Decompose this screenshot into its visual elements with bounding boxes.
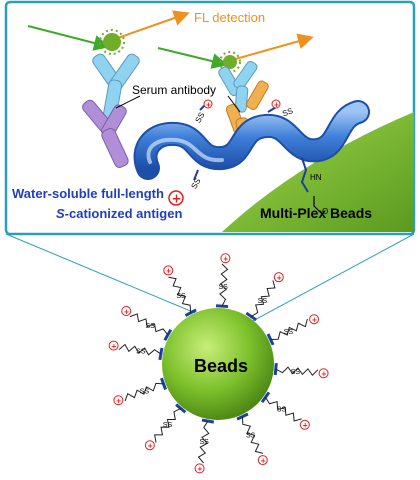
disulfide-linker-icon: SS + [121,306,173,341]
positive-charge-icon [273,272,284,283]
charge-sign: + [116,397,122,405]
serum-antibody-pointer-2 [227,95,241,113]
ss-label: SS [277,407,287,414]
disulfide-linker-icon: SS + [108,340,164,361]
svg-text:SS: SS [281,106,294,118]
ss-label: SS [291,369,301,376]
ss-label: SS [258,298,268,305]
excitation-arrow-2 [157,47,228,69]
disulfide-linker-icon: SS + [266,314,320,346]
positive-charge-icon [299,419,310,430]
svg-text:O: O [322,207,328,216]
positive-charge-icon [220,253,231,264]
charge-sign: + [166,267,172,275]
excitation-arrow-1 [27,25,110,51]
charge-sign: + [260,457,266,465]
svg-text:+: + [274,101,280,109]
svg-text:HN: HN [310,173,322,182]
positive-charge-icon [121,306,132,316]
positive-charge-icon [318,368,329,379]
bead-illustration: SS + SS + SS + SS + SS + SS + SS + SS + SS + SS + SS + SS + Bea… [108,253,329,474]
ss-label: SS [218,284,228,291]
charge-sign: + [111,342,117,350]
ss-label: SS [246,433,256,440]
positive-charge-icon [163,265,174,276]
antibody-icon [218,60,258,113]
disulfide-linker-icon: SS + [236,412,268,466]
svg-text:+: + [206,101,212,109]
charge-sign: + [223,255,229,263]
serum-antibody-pointer-1 [115,95,141,109]
serum-antibody-label: Serum antibody [132,83,216,97]
emission-arrow-1 [111,10,190,41]
charge-sign: + [276,274,282,282]
positive-charge-icon: + [168,190,184,206]
zoom-line-right [235,233,415,331]
bead-surface [222,112,414,232]
ss-label: SS [136,348,146,355]
fl-detection-label: FL detection [194,10,265,25]
svg-text:+: + [172,192,182,206]
antigen-label-line1: Water-soluble full-length [12,186,164,201]
ss-label: SS [284,329,294,336]
ss-label: SS [140,389,150,396]
disulfide-linker-icon: SS + [273,362,329,379]
charge-sign: + [321,370,327,378]
disulfide-linker-icon: SS + [215,253,231,309]
charge-sign: + [147,442,153,450]
charge-sign: + [124,308,130,316]
bead-label: Beads [194,356,248,376]
positive-charge-icon [194,463,205,474]
emission-arrow-2 [231,33,314,61]
disulfide-linker-icon: SS + [245,272,284,322]
ss-label: SS [163,422,173,429]
positive-charge-icon [257,455,268,466]
antibody-icon [92,53,140,121]
bead-linker: HN O [300,157,328,216]
top-panel: FL detection [4,0,416,236]
antibody-icon [82,99,129,168]
positive-charge-icon: + [271,99,281,109]
ss-label: SS [145,323,155,330]
positive-charge-icon: + [203,99,213,109]
charge-sign: + [311,316,317,324]
positive-charge-icon [309,314,320,325]
positive-charge-icon [113,395,124,406]
antigen-label-line2: S-cationized antigen [56,206,182,221]
positive-charge-icon [108,340,119,351]
positive-charge-icon [144,440,155,451]
multiplex-beads-label: Multi-Plex Beads [260,205,372,221]
charge-sign: + [197,465,203,473]
disulfide-linker-icon: SS + [113,377,167,406]
bead-icon [162,308,274,420]
disulfide-linker-icon: SS + [260,391,310,430]
fluorophore-icon [99,29,125,55]
disulfide-linker-icon: SS + [194,418,215,474]
disulfide-linker-icon: SS + [163,265,197,317]
ss-label: SS [199,439,209,446]
charge-sign: + [302,422,308,430]
disulfide-linker-icon: SS + [144,403,187,451]
ss-label: SS [176,293,186,300]
